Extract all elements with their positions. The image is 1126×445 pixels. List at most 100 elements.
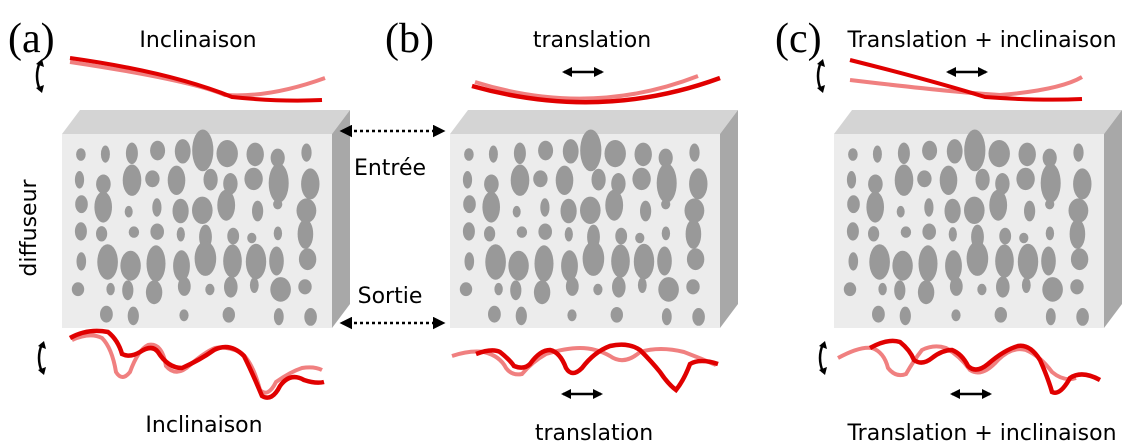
scatterer-particle — [296, 198, 317, 223]
scatterer-particle — [513, 142, 526, 165]
scatterer-particle — [127, 306, 139, 326]
scatterer-particle — [508, 250, 529, 281]
scatterer-particle — [1073, 168, 1092, 200]
scatterer-particle — [555, 165, 574, 195]
scatterer-particle — [689, 168, 708, 200]
scatterer-particle — [994, 307, 1007, 323]
scatterer-particle — [657, 246, 672, 276]
scatterer-particle — [896, 205, 905, 218]
scatterer-particle — [605, 189, 624, 221]
scatterer-particle — [459, 282, 473, 297]
scatterer-particle — [612, 276, 626, 298]
scatterer-particle — [488, 305, 501, 323]
scatterer-particle — [494, 282, 503, 296]
scatterer-particle — [301, 168, 320, 200]
scatterer-particle — [96, 174, 111, 194]
scatterer-particle — [120, 250, 141, 281]
output-speckle-b — [451, 342, 719, 394]
scatterer-particle — [245, 243, 267, 280]
scatterer-particle — [611, 244, 630, 278]
scatterer-particle — [74, 171, 85, 189]
scatterer-particle — [582, 241, 605, 276]
scatterer-particle — [76, 148, 86, 161]
scatterer-particle — [463, 195, 476, 214]
scatterer-particle — [872, 145, 882, 163]
scatterer-particle — [150, 223, 164, 240]
scatterer-particle — [484, 174, 499, 194]
scatterer-particle — [922, 140, 938, 161]
scatterer-particle — [298, 248, 317, 271]
scatterer-particle — [610, 307, 623, 323]
scatterer-particle — [464, 148, 474, 161]
scatterer-particle — [632, 167, 651, 191]
scatterer-particle — [945, 250, 962, 282]
scatterer-particle — [533, 280, 551, 305]
output-speckle-c — [837, 338, 1102, 395]
scatterer-particle — [538, 223, 552, 240]
scatterer-particle — [145, 280, 163, 305]
scatterer-particle — [964, 196, 985, 224]
scatterer-particle — [252, 200, 264, 222]
scatterer-particle — [249, 277, 259, 293]
scatterer-particle — [1017, 243, 1039, 280]
scatterer-particle — [561, 250, 578, 282]
scatterer-particle — [227, 227, 240, 245]
scatterer-particle — [685, 219, 702, 249]
scatterer-particle — [1040, 163, 1061, 203]
scatterer-particle — [510, 164, 530, 196]
scatterer-particle — [897, 142, 910, 165]
panel-a-bottom-label: Inclinaison — [145, 413, 262, 438]
scatterer-particle — [948, 227, 957, 242]
scatterer-particle — [661, 199, 671, 210]
scatterer-particle — [96, 226, 108, 242]
scatterer-particle — [1069, 219, 1086, 249]
scatterer-particle — [1042, 148, 1057, 168]
scatterer-particle — [977, 283, 987, 296]
scatterer-particle — [917, 170, 932, 188]
tilt-arrow-c-top — [816, 59, 825, 93]
scatterer-particle — [894, 164, 914, 196]
scatterer-particle — [637, 277, 647, 293]
scatterer-particle — [273, 199, 283, 210]
tilt-arrow-a-bottom — [37, 341, 46, 375]
scatterer-particle — [689, 143, 700, 162]
scatterer-particle — [192, 196, 213, 224]
scatterer-particle — [270, 148, 285, 168]
panel-b-top-label: translation — [533, 28, 651, 53]
scatterer-particle — [846, 222, 859, 241]
panel-a-letter: (a) — [8, 16, 55, 62]
scatterer-particle — [223, 244, 242, 278]
scatterer-particle — [848, 252, 859, 271]
scatterer-particle — [580, 129, 602, 172]
scatterer-particle — [611, 173, 626, 195]
scatterer-particle — [633, 243, 655, 280]
scatterer-particle — [1076, 308, 1089, 326]
scatterer-particle — [223, 173, 238, 195]
scatterer-particle — [989, 189, 1008, 221]
diffuser-slab-b — [450, 110, 738, 328]
scatterer-particle — [205, 283, 215, 296]
scatterer-particle — [939, 165, 958, 195]
scatterer-particle — [268, 163, 289, 203]
scatterer-particle — [894, 280, 906, 301]
scatterer-particle — [868, 226, 880, 242]
scatterer-particle — [995, 173, 1010, 195]
scatterer-particle — [216, 140, 238, 168]
scatterer-particle — [485, 244, 506, 280]
diffuser-slab-c — [834, 110, 1122, 328]
scatterer-particle — [964, 129, 986, 172]
scatterer-particle — [510, 280, 522, 301]
scatterer-particle — [580, 196, 601, 224]
scatterer-particle — [515, 306, 527, 326]
scatterer-particle — [562, 139, 579, 164]
scatterer-particle — [512, 205, 521, 218]
scatterer-particle — [145, 170, 160, 188]
scatterer-particle — [1016, 167, 1035, 191]
scatterer-particle — [900, 226, 912, 238]
scatterer-particle — [106, 282, 115, 296]
scatterer-particle — [75, 195, 88, 214]
scatterer-particle — [878, 282, 887, 296]
scatterer-particle — [176, 227, 185, 242]
scatterer-particle — [270, 277, 291, 302]
